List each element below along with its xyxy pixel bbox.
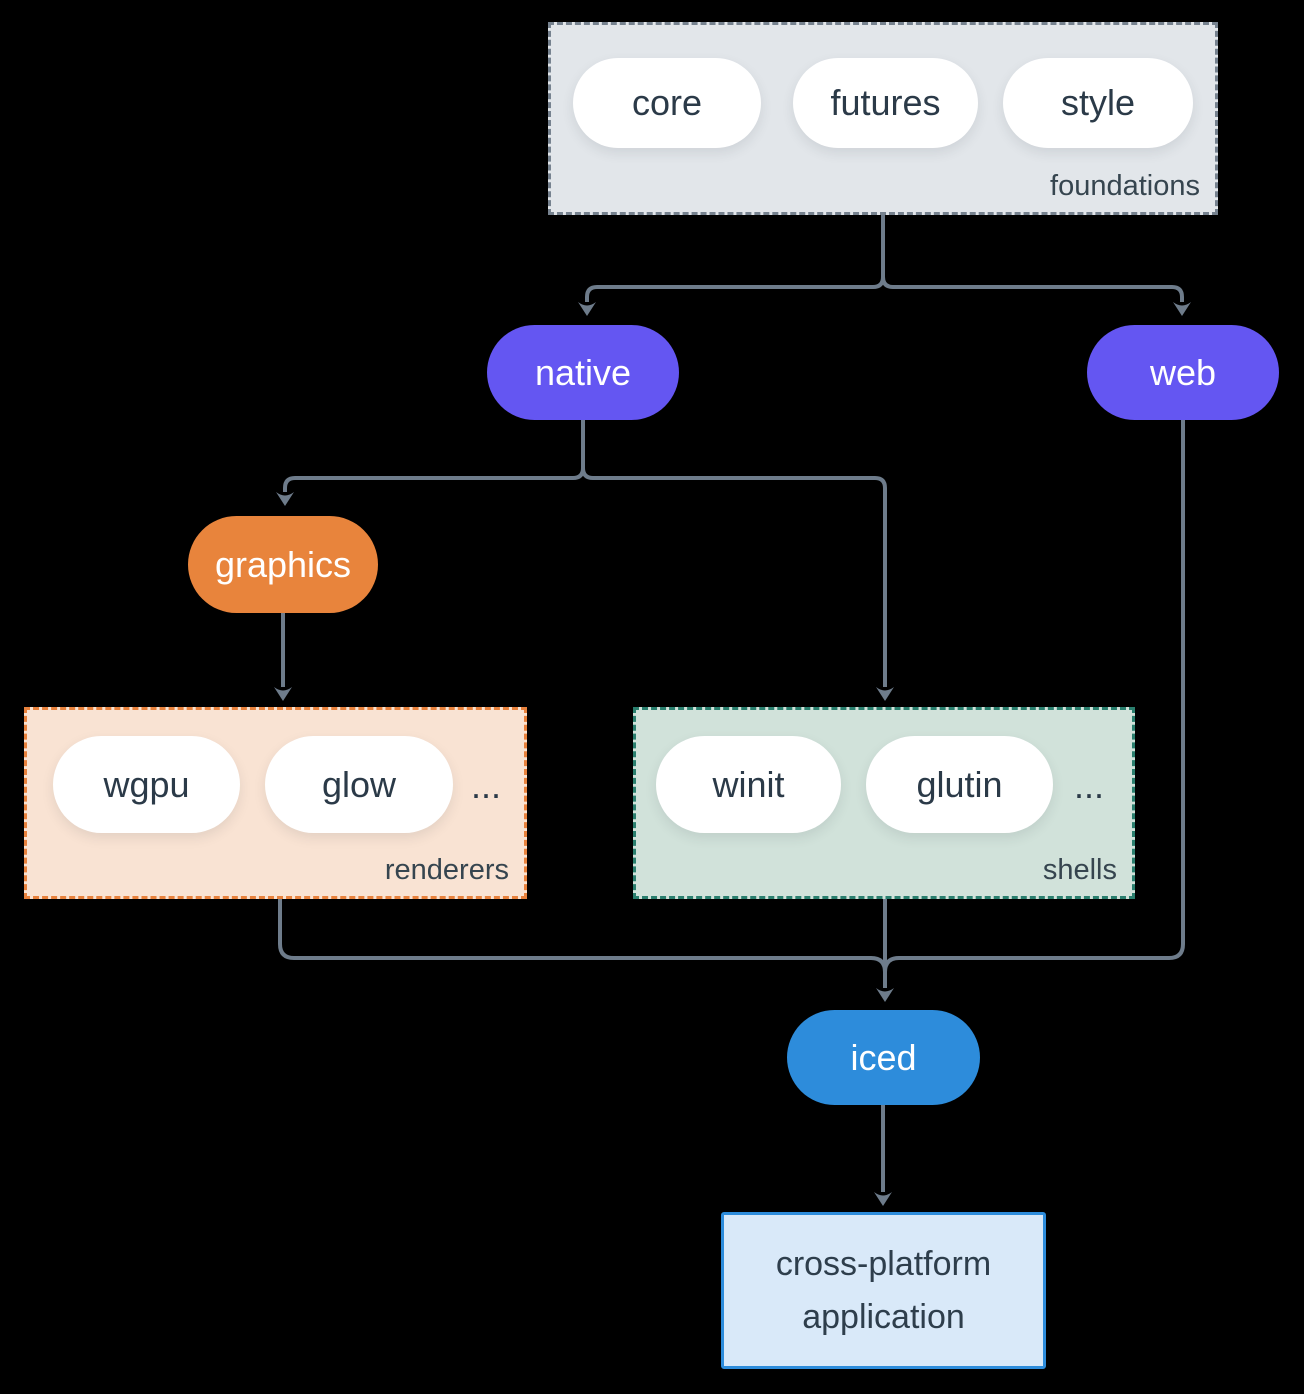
style-pill: style xyxy=(1003,58,1193,148)
application-label-line1: cross-platform xyxy=(775,1244,992,1283)
arrowhead-icon xyxy=(876,687,894,701)
edge-native-shells xyxy=(581,420,887,687)
arrowhead-icon xyxy=(1173,302,1191,316)
winit-pill: winit xyxy=(656,736,841,833)
edge-renderers-iced xyxy=(278,899,887,986)
renderers-label: renderers xyxy=(384,854,509,886)
shells-label: shells xyxy=(1042,854,1117,886)
foundations-label: foundations xyxy=(1050,170,1200,202)
glow-pill: glow xyxy=(265,736,453,833)
application-label-line2: application xyxy=(802,1297,965,1336)
edge-web-iced xyxy=(883,420,1185,986)
arrowhead-icon xyxy=(874,1192,892,1206)
web-node: web xyxy=(1087,325,1279,420)
edge-native-graphics xyxy=(283,420,585,492)
futures-pill: futures xyxy=(793,58,978,148)
graphics-node: graphics xyxy=(188,516,378,613)
arrowhead-icon xyxy=(276,492,294,506)
renderers-group: wgpu glow ... renderers xyxy=(24,707,527,899)
application-box: cross-platform application xyxy=(721,1212,1046,1369)
glutin-pill: glutin xyxy=(866,736,1053,833)
iced-node: iced xyxy=(787,1010,980,1105)
edge-foundations-web xyxy=(881,215,1184,302)
edge-foundations-native xyxy=(585,215,885,302)
shells-group: winit glutin ... shells xyxy=(633,707,1135,899)
core-pill: core xyxy=(573,58,761,148)
native-node: native xyxy=(487,325,679,420)
renderers-ellipsis: ... xyxy=(471,765,502,806)
arrowhead-icon xyxy=(578,302,596,316)
foundations-group: core futures style foundations xyxy=(548,22,1218,215)
shells-ellipsis: ... xyxy=(1074,765,1105,806)
arrowhead-icon xyxy=(274,687,292,701)
wgpu-pill: wgpu xyxy=(53,736,240,833)
arrowhead-icon xyxy=(876,988,894,1002)
